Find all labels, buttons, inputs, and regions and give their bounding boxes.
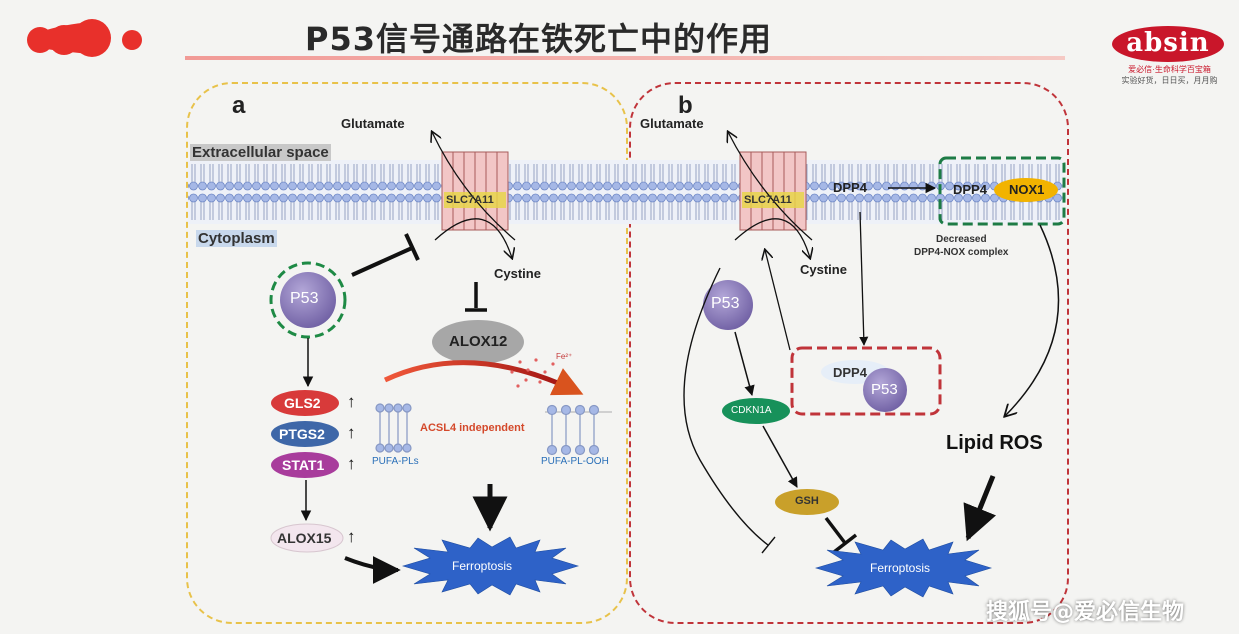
lipid-ros-to-ferroptosis-arrow — [963, 475, 997, 542]
cytoplasm-label: Cytoplasm — [196, 230, 277, 247]
gls2-pill — [271, 390, 339, 416]
page-title: P53信号通路在铁死亡中的作用 — [305, 20, 772, 58]
dpp4-nox-complex-box — [938, 156, 1066, 226]
p53-bound-label: P53 — [871, 381, 898, 398]
decreased-label: Decreased — [936, 234, 987, 245]
logo-tagline: 爱必信·生命科学百宝箱 — [1128, 65, 1211, 74]
title-underline — [185, 56, 1065, 60]
p53-label-a: P53 — [290, 290, 319, 307]
ferroptosis-burst-a — [401, 536, 580, 596]
dpp4-nox-complex-label: DPP4-NOX complex — [914, 247, 1009, 258]
stat1-pill — [271, 452, 339, 478]
alox12-node — [432, 320, 524, 364]
alox15-to-ferroptosis-arrow — [344, 555, 401, 584]
p53-inhibits-slc7a11-a — [351, 246, 413, 277]
logo-name: absin — [1126, 28, 1210, 58]
pufa-pl-lipids — [375, 403, 412, 453]
ptgs2-label: PTGS2 — [279, 426, 325, 442]
glutamate-label-b: Glutamate — [640, 116, 704, 131]
p53-node-bound — [863, 368, 907, 412]
logo-oval — [1112, 26, 1224, 62]
cystine-label-a: Cystine — [494, 266, 541, 281]
glutamate-label-a: Glutamate — [341, 116, 405, 131]
acsl4-independent-arrow — [383, 360, 584, 396]
p53-node-a — [280, 272, 336, 328]
extracellular-space-label: Extracellular space — [190, 144, 331, 161]
panel-b-letter: b — [678, 92, 693, 119]
cdkn1a-label: CDKN1A — [731, 405, 772, 416]
p53-label-b: P53 — [711, 295, 740, 312]
ferroptosis-burst-b — [814, 538, 993, 598]
panel-b-frame — [629, 82, 1069, 624]
gsh-inhibits-ferroptosis — [824, 516, 847, 545]
panel-a-frame — [186, 82, 628, 624]
p53-node-b — [703, 280, 753, 330]
slc7a11-transporter-b — [739, 151, 807, 231]
dpp4-to-nucleus-arrow — [859, 211, 869, 346]
slc7a11-label-a: SLC7A11 — [446, 194, 494, 206]
glutamate-export-arrow-a — [432, 132, 516, 241]
cystine-import-arrow-b — [734, 218, 810, 258]
lipid-bilayer — [188, 160, 1063, 224]
nox1-pill — [994, 178, 1058, 202]
pufa-pl-ooh-lipids — [545, 404, 612, 456]
lipid-ros-label: Lipid ROS — [946, 432, 1043, 454]
gls2-up-arrow: ↑ — [347, 392, 356, 411]
stat1-up-arrow: ↑ — [347, 454, 356, 473]
cystine-import-arrow-a — [434, 218, 512, 258]
ferroptosis-label-b: Ferroptosis — [870, 561, 931, 575]
nox1-label: NOX1 — [1009, 182, 1045, 197]
ferroptosis-label-a: Ferroptosis — [452, 559, 513, 573]
glutamate-export-arrow-b — [728, 132, 813, 241]
dpp4-membrane-label: DPP4 — [833, 180, 867, 195]
p53-to-cdkn1a-arrow — [734, 331, 755, 397]
alox15-label: ALOX15 — [277, 530, 332, 546]
logo-slogan: 实验好货，日日买，月月购 — [1121, 76, 1218, 85]
acsl4-independent-label: ACSL4 independent — [420, 422, 525, 434]
fe-label: Fe²⁺ — [556, 352, 573, 361]
gsh-pill — [775, 489, 839, 515]
cystine-label-b: Cystine — [800, 262, 847, 277]
stat1-label: STAT1 — [282, 457, 325, 473]
dpp4-complex-label: DPP4 — [953, 182, 987, 197]
cdkn1a-pill — [722, 398, 790, 424]
alox12-label: ALOX12 — [449, 333, 508, 350]
gls2-label: GLS2 — [284, 395, 321, 411]
complex-to-lipid-ros-arrow — [1005, 224, 1060, 416]
fe-particles — [510, 358, 555, 388]
absin-logo: absin 爱必信·生命科学百宝箱 实验好货，日日买，月月购 — [1112, 26, 1227, 86]
gsh-label: GSH — [795, 495, 819, 507]
pufa-pls-label: PUFA-PLs — [372, 456, 419, 467]
dpp4-p53-complex-box — [790, 346, 942, 416]
p53-dashed-ring-a — [269, 261, 347, 339]
slc7a11-inhibits-ferroptosis-b — [683, 267, 769, 546]
sohu-watermark: 搜狐号@爱必信生物 — [986, 600, 1185, 625]
ptgs2-up-arrow: ↑ — [347, 423, 356, 442]
alox15-up-arrow: ↑ — [347, 527, 356, 546]
dpp4-nucleus-label: DPP4 — [833, 365, 867, 380]
complex-to-slc7a11-arrow — [765, 250, 791, 351]
panel-a-letter: a — [232, 92, 246, 119]
cdkn1a-to-gsh-arrow — [762, 425, 798, 488]
slc7a11-label-b: SLC7A11 — [744, 194, 792, 206]
ptgs2-pill — [271, 421, 339, 447]
pufa-pl-ooh-label: PUFA-PL-OOH — [541, 456, 609, 467]
alox15-pill — [270, 523, 344, 553]
